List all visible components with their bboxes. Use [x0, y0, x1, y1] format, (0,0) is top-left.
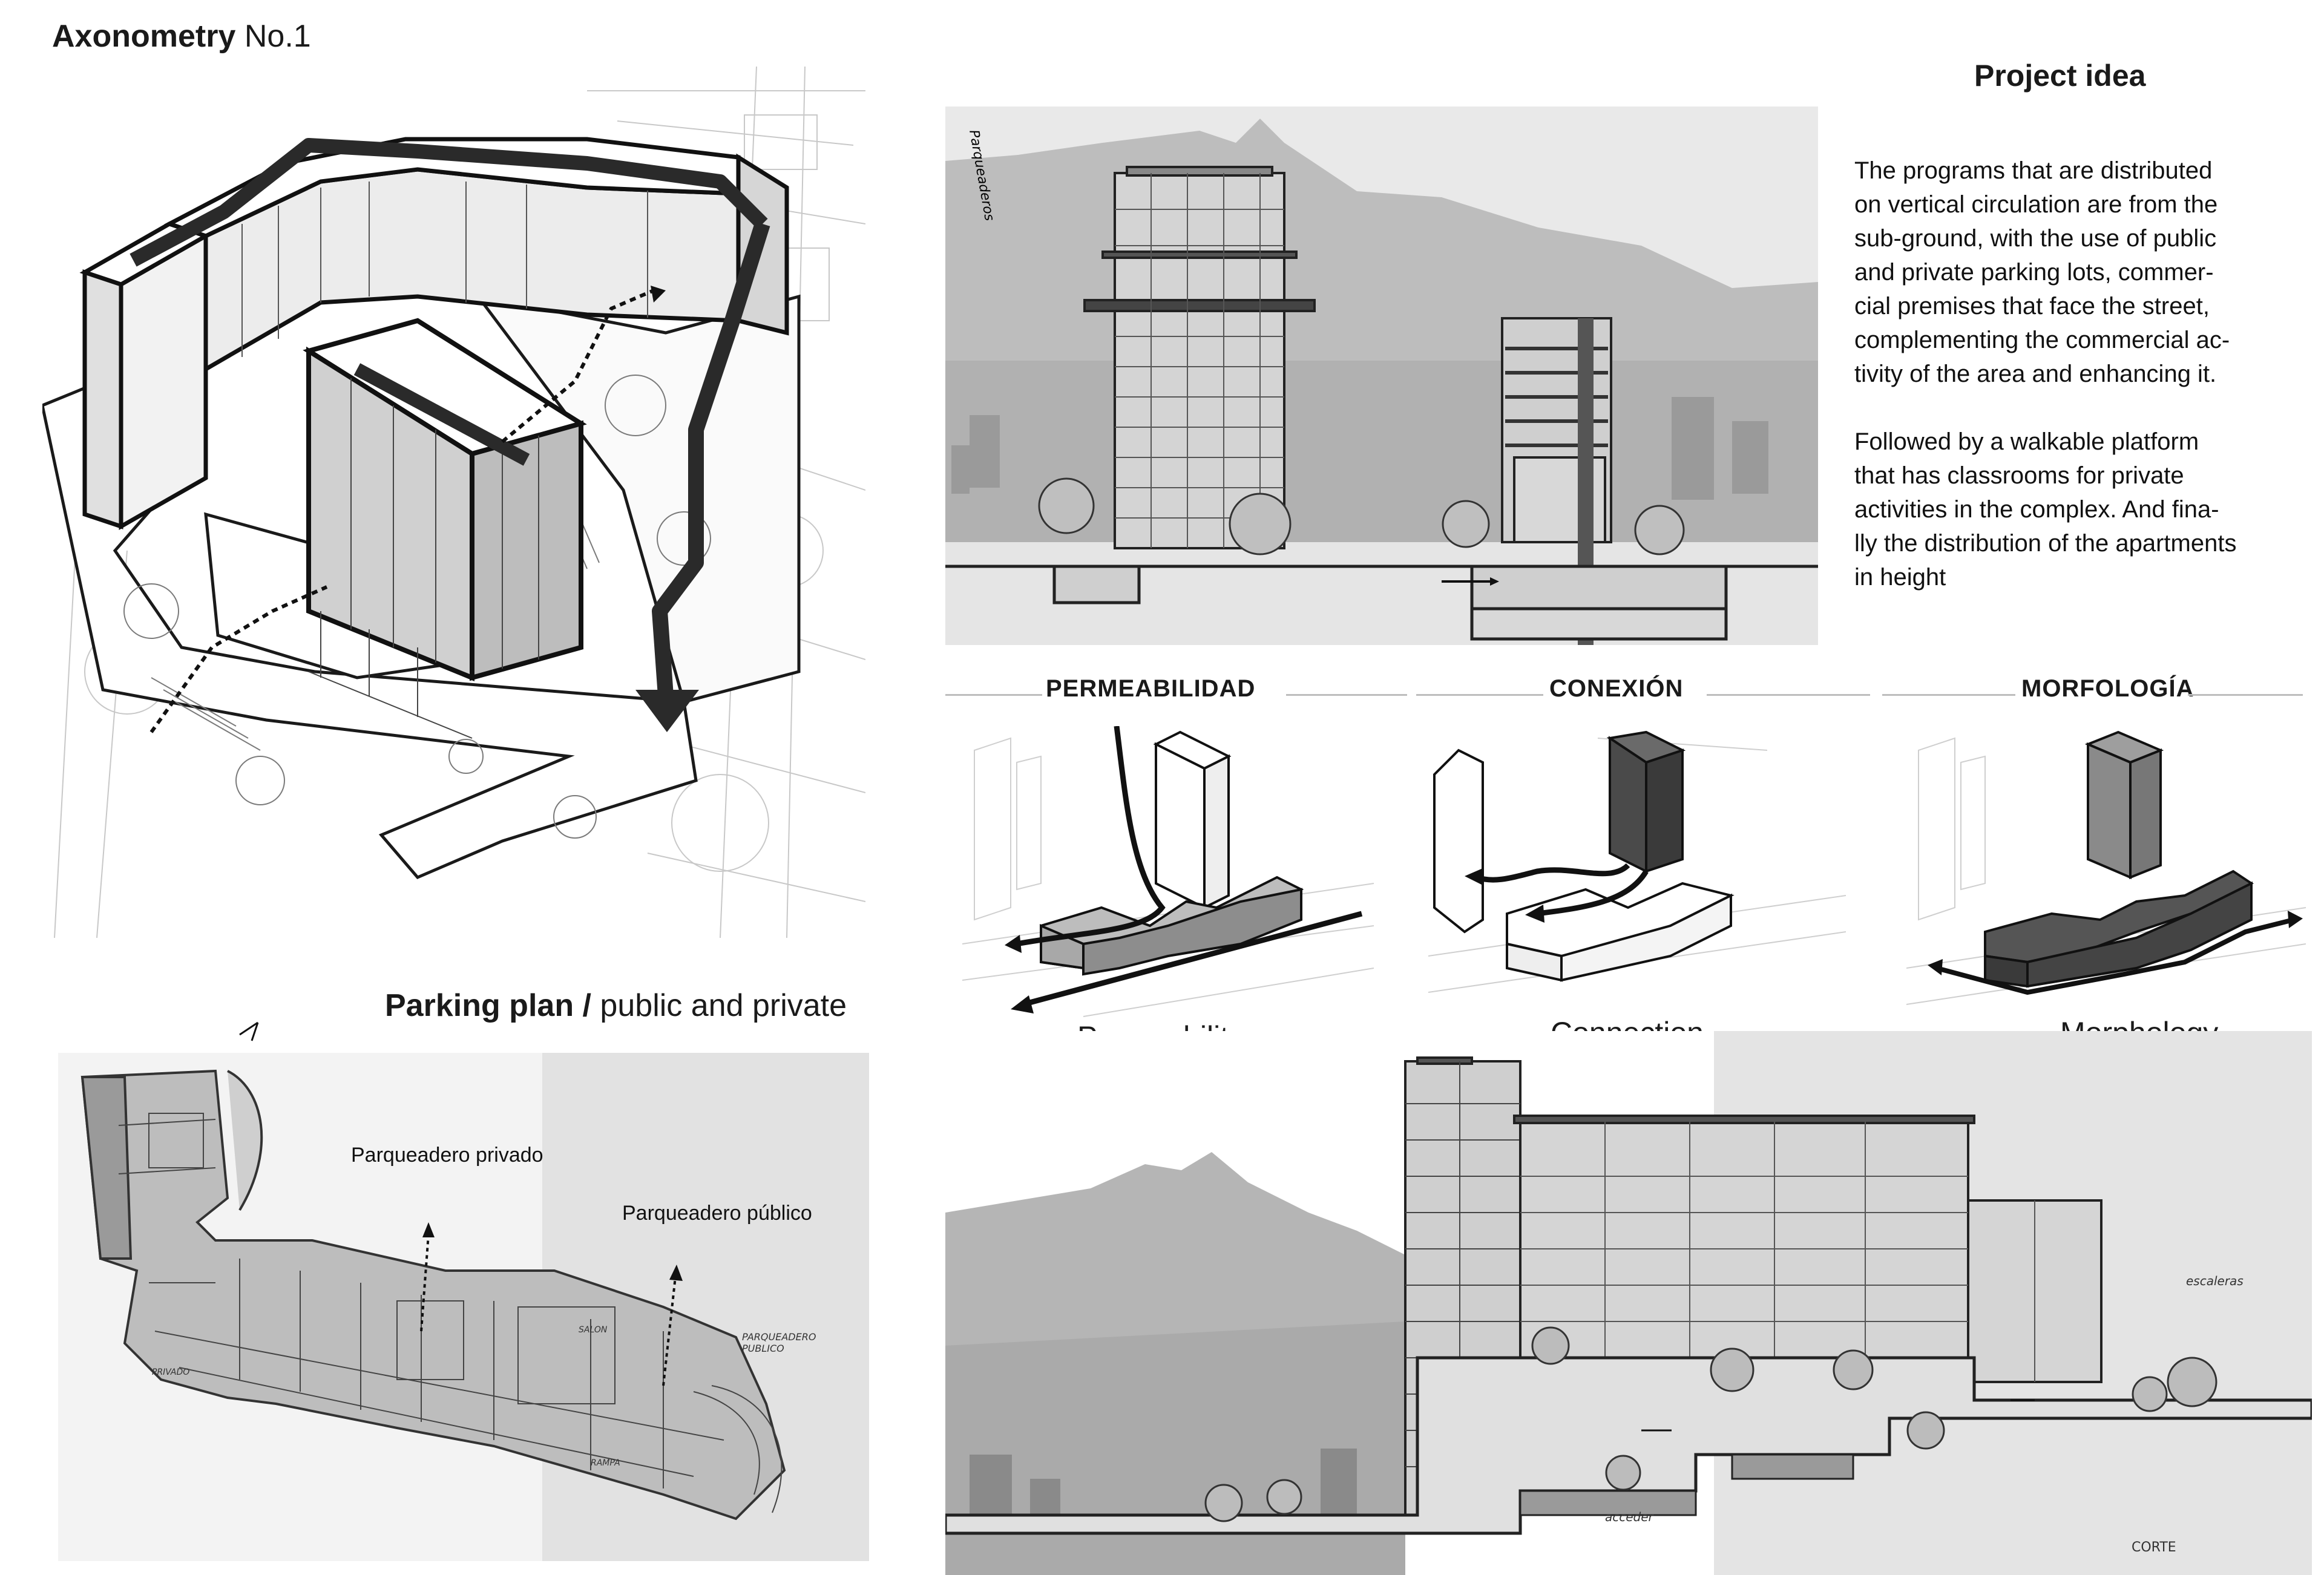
- parking-plan-title-light: public and private: [591, 988, 847, 1023]
- axonometry-title-number: No.1: [235, 19, 311, 54]
- concept-rule-1a: [945, 694, 1042, 696]
- concept-rule-1b: [1286, 694, 1407, 696]
- hand-note-public: PARQUEADERO PUBLICO: [742, 1331, 816, 1354]
- project-idea-text: The programs that are distributed on ver…: [1854, 154, 2302, 628]
- project-paragraph-1: The programs that are distributed on ver…: [1854, 157, 2230, 387]
- concept-label-permeabilidad: PERMEABILIDAD: [1046, 675, 1256, 702]
- diagram-permeability: [962, 726, 1374, 1029]
- parking-plan-title: Parking plan / public and private: [385, 987, 847, 1024]
- private-parking-label: Parqueadero privado: [351, 1144, 543, 1167]
- public-parking-label: Parqueadero público: [622, 1202, 812, 1225]
- axonometry-title-bold: Axonometry: [52, 19, 236, 54]
- section-corte-label: CORTE: [2132, 1540, 2176, 1555]
- upper-section-sketch: Parqueaderos: [945, 106, 1818, 645]
- parking-plan-title-bold: Parking plan /: [385, 988, 591, 1023]
- project-paragraph-2: Followed by a walkable platform that has…: [1854, 428, 2237, 591]
- section-acceder-label: acceder: [1605, 1510, 1655, 1524]
- diagram-morphology: [1906, 726, 2306, 1023]
- hand-note-private: PRIVADO: [152, 1367, 190, 1377]
- concept-rule-3b: [2188, 694, 2303, 696]
- concept-label-conexion: CONEXIÓN: [1549, 675, 1684, 702]
- lower-section-sketch: CORTE acceder escaleras: [945, 1031, 2312, 1575]
- section-escaleras-label: escaleras: [2186, 1274, 2244, 1288]
- concept-rule-3a: [1882, 694, 2015, 696]
- hand-note-salon: SALON: [579, 1325, 608, 1335]
- diagram-connection: [1428, 726, 1846, 1023]
- hand-note-rampa: RAMPA: [591, 1458, 620, 1468]
- axonometry-title: Axonometry No.1: [52, 18, 311, 54]
- concept-rule-2a: [1416, 694, 1543, 696]
- concept-rule-2b: [1707, 694, 1870, 696]
- parking-plan-drawing: Parqueadero privado Parqueadero público …: [58, 1017, 869, 1561]
- axonometry-drawing: [42, 67, 865, 938]
- concept-label-morfologia: MORFOLOGÍA: [2021, 675, 2194, 702]
- project-idea-title: Project idea: [1974, 59, 2146, 93]
